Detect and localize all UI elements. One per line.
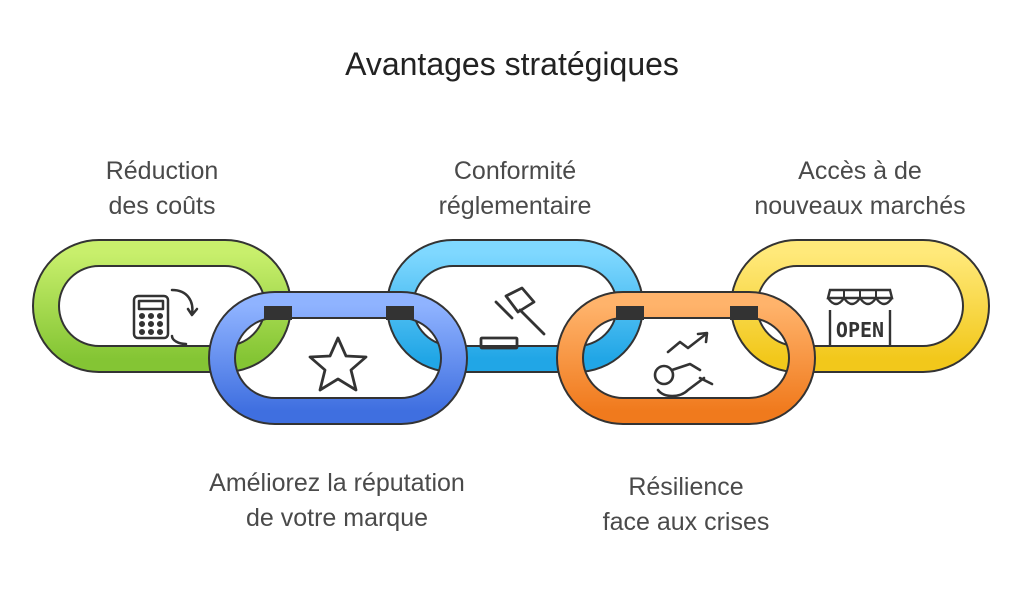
- star-icon: [308, 336, 368, 392]
- page-title: Avantages stratégiques: [345, 46, 679, 82]
- label-conformite: Conformité réglementaire: [438, 157, 592, 220]
- link-overlap-cyan: [386, 304, 644, 322]
- chain-link-reputation: [208, 291, 468, 425]
- label-resilience: Résilience face aux crises: [602, 473, 770, 536]
- label-reputation: Améliorez la réputation de votre marque: [209, 469, 465, 532]
- gavel-icon: [479, 286, 546, 350]
- calculator-cycle-icon: [132, 288, 199, 346]
- label-reduction: Réduction des coûts: [105, 157, 219, 220]
- label-marches: Accès à de nouveaux marchés: [754, 157, 966, 220]
- recovery-icon: [653, 331, 714, 398]
- open-sign-text: OPEN: [836, 318, 884, 342]
- chain-link-resilience: [556, 291, 816, 425]
- open-shop-icon: OPEN: [826, 288, 894, 346]
